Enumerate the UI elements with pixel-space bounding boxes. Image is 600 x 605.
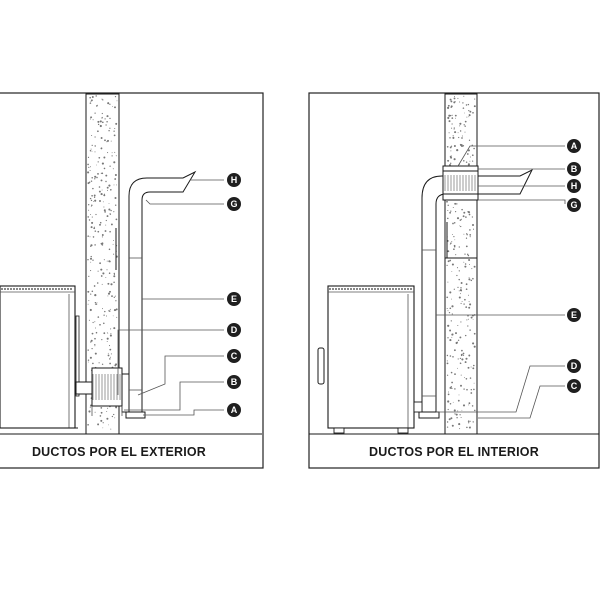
- callout-C: C: [227, 349, 241, 363]
- callout-label: D: [571, 361, 578, 371]
- callout-label: A: [571, 141, 578, 151]
- callout-label: G: [230, 199, 237, 209]
- callout-label: A: [231, 405, 238, 415]
- panel-caption: DUCTOS POR EL EXTERIOR: [32, 445, 206, 459]
- wall-texture: [446, 95, 476, 430]
- callout-B: B: [227, 375, 241, 389]
- callout-label: G: [570, 200, 577, 210]
- wall-thimble: [442, 165, 479, 201]
- leader-lines: [436, 145, 566, 419]
- callout-label: D: [231, 325, 238, 335]
- callout-label: H: [571, 181, 578, 191]
- panel-interior: A B H G E D C DUCTOS POR EL INTERIOR: [308, 92, 600, 469]
- callout-A: A: [227, 403, 241, 417]
- callout-H: H: [227, 173, 241, 187]
- stove: [0, 285, 80, 429]
- panel-frame: [308, 92, 600, 469]
- stove: [317, 285, 415, 434]
- leader-lines: [117, 179, 224, 416]
- panel-frame: [0, 92, 264, 469]
- callout-B: B: [567, 162, 581, 176]
- chimney-pipe: [413, 168, 534, 419]
- callout-H: H: [567, 179, 581, 193]
- callout-label: C: [231, 351, 238, 361]
- callout-D: D: [227, 323, 241, 337]
- callout-label: B: [231, 377, 238, 387]
- callout-label: E: [571, 310, 577, 320]
- callout-D: D: [567, 359, 581, 373]
- callout-G: G: [567, 198, 581, 212]
- callout-E: E: [227, 292, 241, 306]
- wall: [444, 93, 478, 435]
- panel-exterior: H G E D C B A DUCTOS POR EL EXTERIOR: [0, 92, 264, 469]
- callout-label: B: [571, 164, 578, 174]
- callout-G: G: [227, 197, 241, 211]
- wall-thimble: [75, 367, 130, 416]
- callout-C: C: [567, 379, 581, 393]
- callout-label: H: [231, 175, 238, 185]
- callout-E: E: [567, 308, 581, 322]
- callout-A: A: [567, 139, 581, 153]
- panel-caption: DUCTOS POR EL INTERIOR: [369, 445, 539, 459]
- callout-label: C: [571, 381, 578, 391]
- callout-label: E: [231, 294, 237, 304]
